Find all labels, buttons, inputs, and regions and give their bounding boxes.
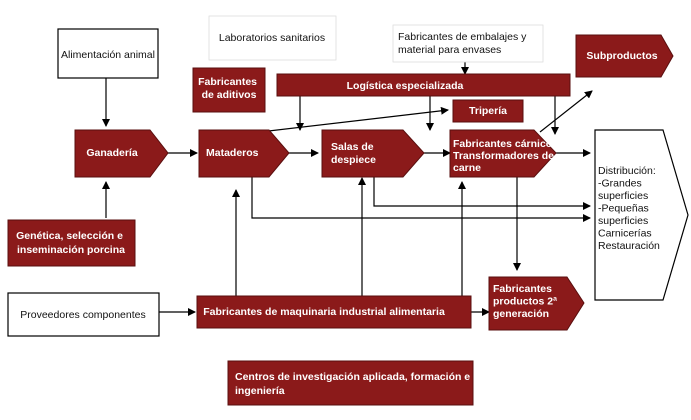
node-laboratorios-sanitarios: Laboratorios sanitarios <box>208 15 337 61</box>
svg-text:Genética, selección e in: Genética, selección e inseminación porci… <box>16 230 126 256</box>
svg-text:Laboratorios sanitarios: Laboratorios sanitarios <box>219 32 325 44</box>
distribucion-line-6: Carnicerías <box>598 228 652 240</box>
node-fabricantes-maquinaria: Fabricantes de maquinaria industrial ali… <box>196 295 472 329</box>
arrow-mataderos-distribucion <box>251 176 591 222</box>
carnicos-line-2: Transformadores de <box>453 150 554 162</box>
svg-text:Fabricantes cárnicos Tra: Fabricantes cárnicos Transformadores de … <box>453 138 561 174</box>
maquinaria-line: Fabricantes de maquinaria industrial ali… <box>203 306 445 318</box>
subproductos-line: Subproductos <box>586 50 657 62</box>
arrow-carnicos-subproductos <box>539 90 593 133</box>
distribucion-line-2: -Grandes <box>598 178 642 190</box>
distribucion-line-4: -Pequeñas <box>598 203 649 215</box>
distribucion-line-7: Restauración <box>598 240 660 252</box>
centros-line-2: ingeniería <box>235 385 285 397</box>
node-proveedores-componentes: Proveedores componentes <box>7 292 160 337</box>
svg-text:Salas de despiece: Salas de despiece <box>331 141 377 166</box>
svg-text:Subproductos: Subproductos <box>586 50 657 62</box>
segunda-line-3: generación <box>493 308 549 320</box>
aditivos-line-1: Fabricantes <box>198 76 257 88</box>
node-salas-despiece: Salas de despiece <box>321 129 425 178</box>
node-fabricantes-segunda-generacion: Fabricantes productos 2ª generación <box>488 276 585 331</box>
laboratorios-line: Laboratorios sanitarios <box>219 32 325 44</box>
embalajes-line-2: material para envases <box>398 44 501 56</box>
segunda-line-2: productos 2ª <box>493 296 557 308</box>
node-mataderos: Mataderos <box>198 129 290 178</box>
logistica-line: Logística especializada <box>347 80 464 92</box>
salas-line-2: despiece <box>331 154 376 166</box>
node-distribucion: Distribución: -Grandes superficies -Pequ… <box>594 129 689 301</box>
svg-text:Mataderos: Mataderos <box>206 147 259 159</box>
svg-text:Distribución: -Grandes: Distribución: -Grandes superficies -Pequ… <box>598 165 660 252</box>
svg-text:Logística especializada: Logística especializada <box>347 80 464 92</box>
alimentacion-line: Alimentación animal <box>61 49 155 61</box>
connectors <box>102 62 593 316</box>
embalajes-line-1: Fabricantes de embalajes y <box>398 31 527 43</box>
ganaderia-line: Ganadería <box>86 147 138 159</box>
centros-line-1: Centros de investigación aplicada, forma… <box>235 371 470 383</box>
svg-text:Fabricantes de aditivos: Fabricantes de aditivos <box>198 76 260 101</box>
triperia-line: Tripería <box>469 105 507 117</box>
distribucion-line-3: superficies <box>598 190 648 202</box>
node-subproductos: Subproductos <box>575 34 674 78</box>
segunda-line-1: Fabricantes <box>493 283 552 295</box>
salas-line-1: Salas de <box>331 141 374 153</box>
node-genetica: Genética, selección e inseminación porci… <box>7 219 136 267</box>
arrow-salas-distribucion <box>373 176 591 210</box>
distribucion-line-5: superficies <box>598 215 648 227</box>
svg-text:Proveedores componentes: Proveedores componentes <box>20 309 146 321</box>
genetica-line-2: inseminación porcina <box>17 244 125 256</box>
node-centros-investigacion: Centros de investigación aplicada, forma… <box>227 360 474 406</box>
svg-text:Fabricantes de maquinaria indu: Fabricantes de maquinaria industrial ali… <box>203 306 445 318</box>
mataderos-line: Mataderos <box>206 147 259 159</box>
distribucion-line-1: Distribución: <box>598 165 656 177</box>
node-fabricantes-aditivos: Fabricantes de aditivos <box>192 67 266 113</box>
node-fabricantes-embalajes: Fabricantes de embalajes y material para… <box>392 24 544 63</box>
svg-text:Tripería: Tripería <box>469 105 507 117</box>
svg-text:Centros de investigación aplic: Centros de investigación aplicada, forma… <box>235 371 473 397</box>
node-alimentacion-animal: Alimentación animal <box>57 28 159 79</box>
genetica-line-1: Genética, selección e <box>16 230 123 242</box>
node-fabricantes-carnicos: Fabricantes cárnicos Transformadores de … <box>449 129 561 178</box>
carnicos-line-3: carne <box>453 162 481 174</box>
svg-text:Fabricantes de embalajes y: Fabricantes de embalajes y material para… <box>398 31 529 56</box>
node-ganaderia: Ganadería <box>74 129 169 178</box>
svg-text:Fabricantes productos 2ª: Fabricantes productos 2ª generación <box>493 283 560 320</box>
arrow-mataderos-triperia <box>259 106 449 133</box>
aditivos-line-2: de aditivos <box>202 89 257 101</box>
svg-text:Ganadería: Ganadería <box>86 147 138 159</box>
node-logistica-especializada: Logística especializada <box>276 73 571 97</box>
node-triperia: Tripería <box>452 99 524 123</box>
carnicos-line-1: Fabricantes cárnicos <box>453 138 558 150</box>
svg-text:Alimentación animal: Alimentación animal <box>61 49 155 61</box>
proveedores-line: Proveedores componentes <box>20 309 146 321</box>
